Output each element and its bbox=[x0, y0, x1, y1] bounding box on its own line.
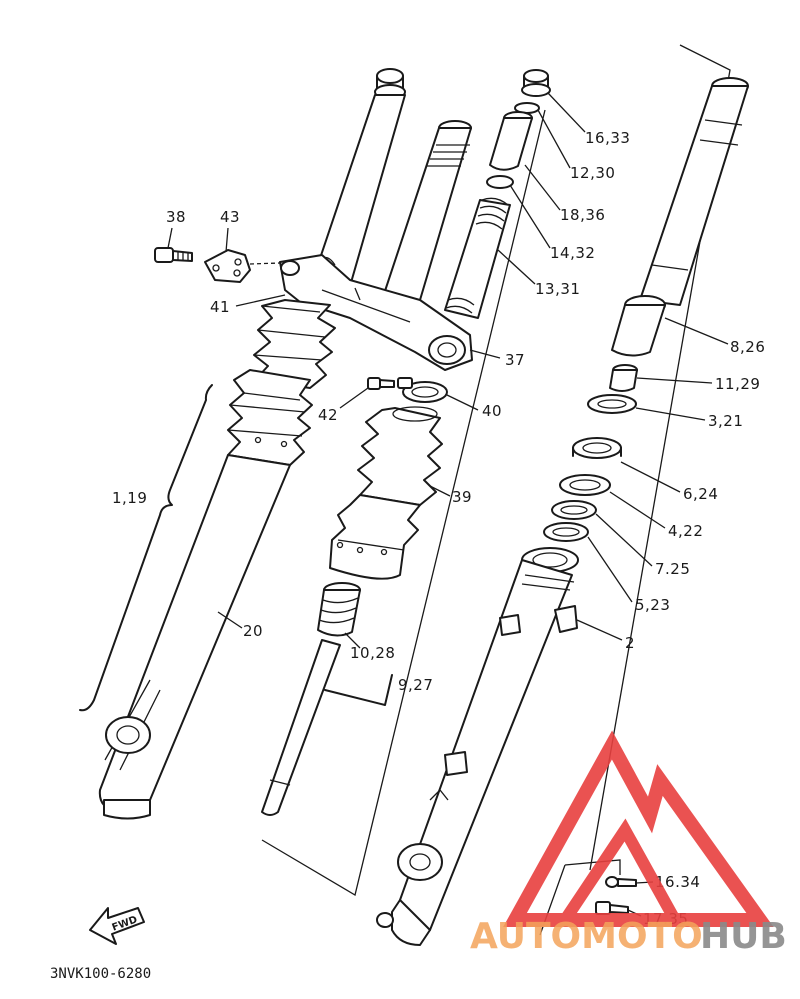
bushing-11-29 bbox=[609, 364, 638, 392]
bolt-17-35 bbox=[595, 901, 629, 915]
cap-bolt-16-33 bbox=[521, 69, 551, 97]
label-12-30: 12,30 bbox=[570, 164, 615, 182]
label-8-26: 8,26 bbox=[730, 338, 765, 356]
fwd-arrow-icon: FWD bbox=[89, 907, 145, 945]
label-18-36: 18,36 bbox=[560, 206, 605, 224]
bushing-8-26 bbox=[611, 295, 666, 357]
plate-43 bbox=[204, 249, 251, 283]
label-6-24: 6,24 bbox=[683, 485, 718, 503]
left-boot-upper bbox=[253, 299, 336, 389]
bolt-16-34 bbox=[605, 876, 637, 888]
watermark-text-automoto: AUTOMOTO bbox=[470, 916, 703, 957]
label-16-34: 16.34 bbox=[655, 873, 700, 891]
clip-3-21 bbox=[587, 394, 637, 414]
left-outer-tube bbox=[98, 369, 313, 820]
label-1-19: 1,19 bbox=[112, 489, 147, 507]
label-13-31: 13,31 bbox=[535, 280, 580, 298]
label-41: 41 bbox=[210, 298, 230, 316]
leader-lines bbox=[261, 44, 731, 897]
watermark-text-hub: HUB bbox=[700, 916, 787, 957]
label-5-23: 5,23 bbox=[635, 596, 670, 614]
label-39: 39 bbox=[452, 488, 472, 506]
bracket-9-27 bbox=[324, 674, 393, 706]
washer-14-32 bbox=[486, 175, 514, 189]
seal-6-24 bbox=[572, 437, 622, 459]
right-outer-tube-2 bbox=[376, 547, 579, 946]
spacer-18-36 bbox=[489, 111, 533, 171]
label-43: 43 bbox=[220, 208, 240, 226]
label-11-29: 11,29 bbox=[715, 375, 760, 393]
label-16-33: 16,33 bbox=[585, 129, 630, 147]
label-9-27: 9,27 bbox=[398, 676, 433, 694]
bolt-42 bbox=[367, 377, 395, 390]
lower-bracket bbox=[279, 254, 473, 371]
boot-39 bbox=[329, 406, 443, 580]
label-20: 20 bbox=[243, 622, 263, 640]
damper-rod-9-27 bbox=[261, 582, 361, 816]
label-14-32: 14,32 bbox=[550, 244, 595, 262]
watermark-logo-icon bbox=[503, 730, 774, 927]
label-38: 38 bbox=[166, 208, 186, 226]
label-40: 40 bbox=[482, 402, 502, 420]
washer-4-22 bbox=[559, 474, 611, 496]
clamp-40 bbox=[397, 377, 448, 403]
left-inner-tube bbox=[305, 68, 406, 301]
label-37: 37 bbox=[505, 351, 525, 369]
bolt-38 bbox=[154, 247, 193, 263]
label-42: 42 bbox=[318, 406, 338, 424]
part-code: 3NVK100-6280 bbox=[50, 966, 151, 982]
ring-5-23 bbox=[543, 522, 589, 542]
washer-7-25 bbox=[551, 500, 597, 520]
bracket-1-19 bbox=[79, 384, 213, 712]
spring-13-31 bbox=[444, 197, 511, 319]
label-2: 2 bbox=[625, 634, 635, 652]
right-inner-tube bbox=[639, 77, 749, 306]
label-4-22: 4,22 bbox=[668, 522, 703, 540]
label-10-28: 10,28 bbox=[350, 644, 395, 662]
label-3-21: 3,21 bbox=[708, 412, 743, 430]
label-7-25: 7.25 bbox=[655, 560, 690, 578]
